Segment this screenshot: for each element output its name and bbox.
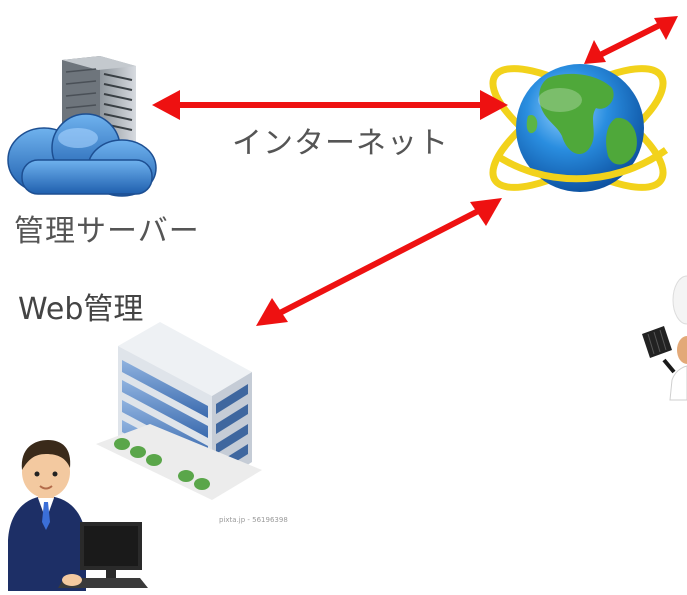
arrow-server-internet: [152, 90, 508, 120]
chef-icon: [642, 275, 687, 401]
arrow-globe-offscreen: [584, 16, 678, 64]
globe-icon: [489, 64, 669, 192]
internet-label: インターネット: [232, 126, 449, 161]
arrow-globe-office: [256, 198, 502, 326]
office-building-icon: [96, 322, 262, 500]
server-cloud-icon: [7, 56, 157, 197]
web-management-label: Web管理: [18, 292, 144, 327]
watermark-text: pixta.jp - 56196398: [219, 516, 288, 524]
businessman-at-computer-icon: [8, 440, 148, 591]
management-server-label: 管理サーバー: [14, 214, 200, 249]
